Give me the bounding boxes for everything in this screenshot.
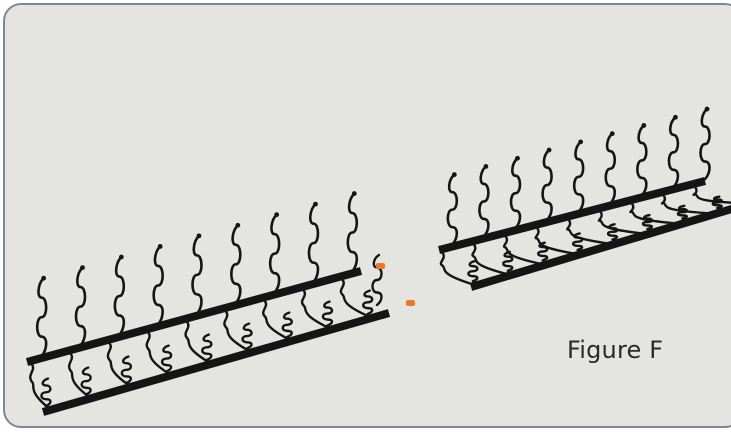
side-chain-trailing <box>371 253 383 307</box>
side-chain-middle <box>641 213 654 231</box>
crosslink-rung <box>471 243 513 277</box>
fragment-upper <box>376 263 385 269</box>
side-chain-middle <box>120 355 133 385</box>
side-chain-upper <box>35 276 48 358</box>
crosslink-rung <box>439 251 479 287</box>
side-chain-middle <box>362 289 374 316</box>
fragment-lower <box>406 300 415 306</box>
side-chain-tip <box>157 244 163 249</box>
side-chain-middle <box>606 223 619 241</box>
side-chain-upper <box>604 132 617 205</box>
right-ladder-assembly <box>437 106 731 291</box>
side-chain-upper <box>74 266 87 347</box>
side-chain-middle <box>467 259 479 283</box>
side-chain-middle <box>537 241 549 262</box>
side-chain-upper <box>478 165 490 238</box>
side-chain-tip <box>515 155 520 161</box>
side-chain-tip <box>235 222 241 228</box>
side-chain-middle <box>502 250 514 272</box>
side-chain-tip <box>704 106 710 112</box>
side-chain-upper <box>509 156 522 230</box>
side-chain-tip <box>80 265 85 271</box>
released-fragments <box>376 263 415 306</box>
side-chain-tip <box>41 275 47 281</box>
side-chain-upper <box>113 255 126 337</box>
side-chain-upper <box>152 245 164 326</box>
side-chain-upper <box>307 202 320 284</box>
crosslink-rung <box>29 362 52 411</box>
side-chain-middle <box>281 311 293 339</box>
side-chain-tip <box>483 164 489 169</box>
side-chain-tip <box>196 233 202 239</box>
side-chain-tip <box>578 139 584 145</box>
side-chain-upper <box>446 173 459 246</box>
side-chain-tip <box>546 147 552 153</box>
side-chain-tip <box>673 114 678 120</box>
left-ladder-assembly <box>25 191 391 416</box>
side-chain-tip <box>118 254 124 260</box>
crosslink-rung <box>692 185 731 204</box>
side-chain-tip <box>641 123 647 128</box>
crosslink-rung <box>184 320 213 365</box>
side-chain-tip <box>609 131 615 137</box>
crosslink-rung <box>106 341 132 388</box>
side-chain-tip <box>313 201 318 207</box>
side-chain-upper <box>667 115 680 189</box>
side-chain-middle <box>241 322 253 350</box>
side-chain-middle <box>160 344 173 373</box>
side-chain-upper <box>699 107 711 181</box>
crosslink-rung <box>597 210 653 236</box>
crosslink-rung <box>566 218 618 246</box>
crosslink-rung <box>223 310 253 354</box>
crosslink-rung <box>339 278 373 319</box>
side-chain-middle <box>201 333 213 362</box>
side-chain-middle <box>676 204 689 220</box>
side-chain-upper <box>230 223 242 305</box>
crosslink-rung <box>502 235 548 267</box>
side-chain-tip <box>351 191 357 196</box>
side-chain-upper <box>541 148 553 222</box>
side-chain-upper <box>572 140 585 214</box>
upper-backbone <box>437 177 707 254</box>
side-chain-middle <box>321 300 334 327</box>
side-chain-upper <box>346 192 359 273</box>
lower-backbone <box>41 309 391 416</box>
side-chain-middle <box>40 377 52 408</box>
side-chain-upper <box>636 124 648 197</box>
figure-panel: Figure F <box>3 3 731 428</box>
side-chain-tip <box>451 172 457 178</box>
crosslink-rung <box>660 194 723 216</box>
side-chain-tip <box>274 212 280 218</box>
crosslink-rung <box>145 331 172 376</box>
side-chain-upper <box>268 213 281 295</box>
side-chain-middle <box>80 366 92 396</box>
crosslink-rung <box>67 352 92 399</box>
figure-caption: Figure F <box>567 336 664 364</box>
side-chain-upper <box>191 234 203 316</box>
crosslink-rung <box>629 202 688 226</box>
crosslink-rung <box>262 299 293 342</box>
crosslink-rung <box>534 226 583 257</box>
crosslink-rung <box>300 288 333 331</box>
upper-backbone <box>25 267 363 366</box>
polymer-ladder-diagram <box>25 106 731 416</box>
